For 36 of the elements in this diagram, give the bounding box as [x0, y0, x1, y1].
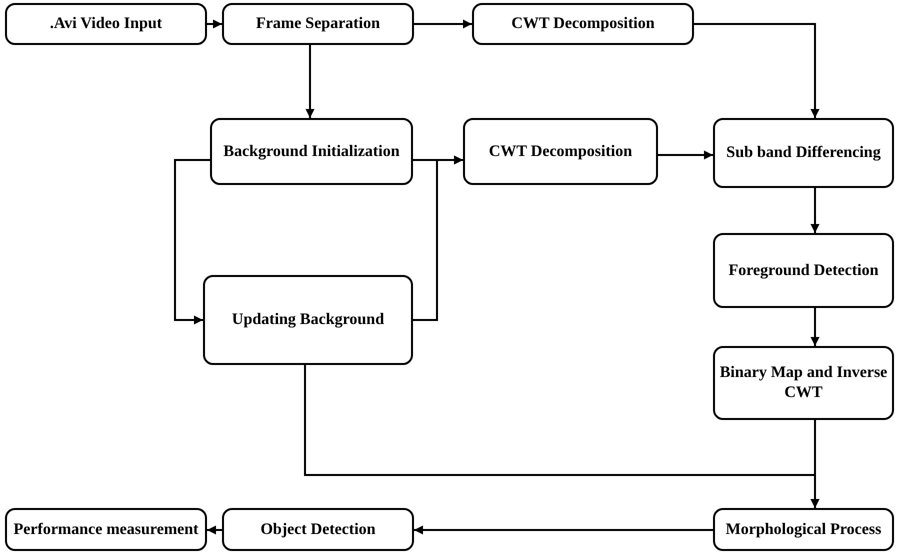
box-label: Sub band Differencing: [725, 143, 882, 163]
process-box: [472, 3, 694, 45]
arrow: [810, 188, 820, 233]
process-box: [210, 118, 413, 185]
arrow: [413, 156, 463, 321]
process-box: [222, 3, 414, 45]
process-box: [5, 3, 207, 45]
box-label: Binary Map and Inverse CWT: [718, 363, 888, 403]
box-label: .Avi Video Input: [48, 14, 164, 34]
box-label: Updating Background: [230, 310, 386, 330]
process-box: [713, 508, 894, 551]
arrow: [207, 20, 222, 28]
box-label: Background Initialization: [222, 142, 401, 162]
box-label: Morphological Process: [724, 520, 882, 540]
arrow: [304, 365, 820, 508]
process-box: [713, 118, 894, 188]
arrow: [658, 150, 713, 160]
arrow: [414, 20, 472, 28]
box-label: Frame Separation: [255, 14, 381, 34]
box-label: Foreground Detection: [727, 260, 880, 280]
box-label: Object Detection: [259, 520, 377, 540]
arrow: [174, 159, 210, 324]
arrow: [306, 45, 314, 118]
process-box: [713, 233, 894, 308]
process-box: [5, 508, 207, 551]
process-box: [713, 346, 894, 420]
process-box: [463, 118, 658, 185]
arrow: [414, 526, 713, 534]
process-box: [203, 275, 413, 365]
process-box: [222, 508, 414, 551]
box-label: CWT Decomposition: [488, 142, 634, 162]
arrow: [207, 526, 222, 534]
arrow: [810, 308, 820, 346]
box-label: CWT Decomposition: [510, 14, 656, 34]
arrow: [694, 23, 820, 118]
box-label: Performance measurement: [12, 520, 200, 540]
